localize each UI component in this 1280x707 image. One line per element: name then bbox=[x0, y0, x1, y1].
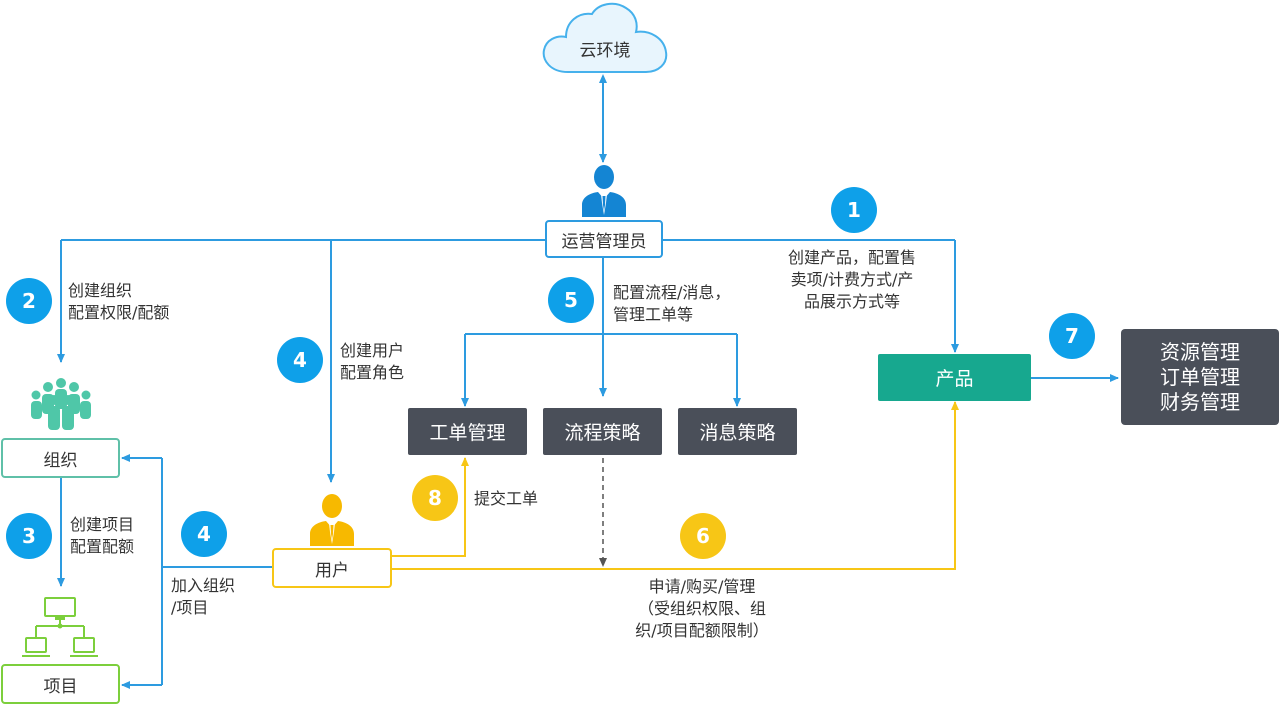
step-badge-4-join: 4 bbox=[181, 511, 227, 557]
cloud-icon bbox=[542, 2, 668, 73]
step-badge-4-user: 4 bbox=[277, 337, 323, 383]
process-label: 流程策略 bbox=[564, 422, 641, 444]
user-person-icon bbox=[310, 494, 354, 546]
project-node[interactable]: 项目 bbox=[1, 664, 120, 704]
resource-line: 订单管理 bbox=[1160, 364, 1240, 389]
user-label: 用户 bbox=[315, 560, 349, 581]
step1-label: 创建产品，配置售 卖项/计费方式/产 品展示方式等 bbox=[787, 248, 916, 311]
resource-line: 财务管理 bbox=[1160, 389, 1240, 414]
process-node[interactable]: 流程策略 bbox=[543, 408, 662, 455]
step-badge-8: 8 bbox=[412, 475, 458, 521]
admin-person-icon bbox=[582, 165, 626, 217]
admin-node[interactable]: 运营管理员 bbox=[545, 220, 663, 258]
resource-node[interactable]: 资源管理 订单管理 财务管理 bbox=[1121, 329, 1279, 425]
product-label: 产品 bbox=[935, 368, 974, 390]
step4-user-label: 创建用户 配置角色 bbox=[340, 341, 405, 382]
org-node[interactable]: 组织 bbox=[1, 438, 120, 478]
step-badge-5: 5 bbox=[548, 277, 594, 323]
project-label: 项目 bbox=[43, 676, 78, 697]
cloud-label: 云环境 bbox=[579, 41, 631, 61]
org-label: 组织 bbox=[43, 450, 78, 471]
message-label: 消息策略 bbox=[699, 422, 776, 444]
step5-label: 配置流程/消息， 管理工单等 bbox=[613, 283, 731, 324]
computer-network-icon bbox=[22, 597, 98, 657]
step2-label: 创建组织 配置权限/配额 bbox=[68, 281, 170, 322]
step-badge-3: 3 bbox=[6, 513, 52, 559]
group-people-icon bbox=[31, 378, 91, 430]
workorder-node[interactable]: 工单管理 bbox=[408, 408, 527, 455]
resource-line: 资源管理 bbox=[1160, 339, 1240, 364]
product-node[interactable]: 产品 bbox=[878, 354, 1031, 401]
step-badge-7: 7 bbox=[1049, 313, 1095, 359]
step4-join-label: 加入组织 /项目 bbox=[171, 576, 236, 617]
message-node[interactable]: 消息策略 bbox=[678, 408, 797, 455]
step3-label: 创建项目 配置配额 bbox=[70, 515, 135, 556]
step-badge-2: 2 bbox=[6, 278, 52, 324]
workorder-label: 工单管理 bbox=[429, 422, 506, 444]
step8-label: 提交工单 bbox=[474, 489, 539, 508]
step-badge-1: 1 bbox=[831, 187, 877, 233]
step-badge-6: 6 bbox=[680, 513, 726, 559]
user-node[interactable]: 用户 bbox=[272, 548, 392, 588]
admin-label: 运营管理员 bbox=[561, 231, 647, 252]
step6-label: 申请/购买/管理 （受组织权限、组 织/项目配额限制） bbox=[635, 577, 769, 640]
